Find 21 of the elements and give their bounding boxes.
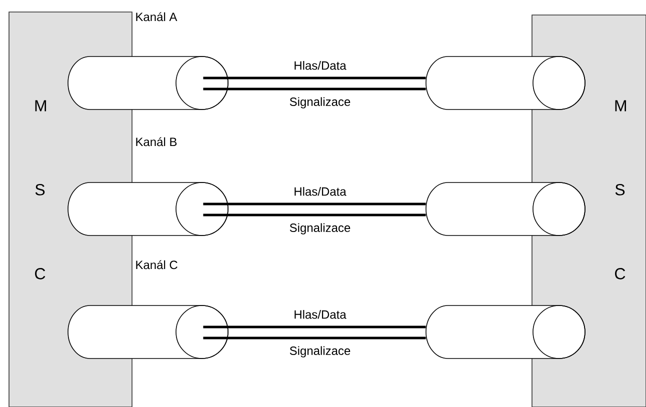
- cable-cylinder: [426, 305, 586, 359]
- edge-label: Signalizace: [290, 223, 350, 234]
- edge-label: Signalizace: [290, 346, 350, 358]
- edge-label: Hlas/Data: [294, 187, 346, 196]
- channel-label: Kanál B: [136, 137, 177, 146]
- cable-line: [203, 88, 426, 90]
- cable-cylinder: [426, 182, 586, 236]
- cable-line: [203, 214, 426, 216]
- cable-line: [203, 76, 426, 80]
- cable-cylinder: [68, 56, 228, 110]
- cable-cylinder: [426, 56, 586, 110]
- cable-cylinder: [68, 182, 228, 236]
- edge-label: Hlas/Data: [294, 310, 346, 319]
- channel-label: Kanál C: [136, 260, 178, 270]
- edge-label: Hlas/Data: [294, 61, 346, 70]
- cable-line: [203, 202, 426, 206]
- cable-cylinder: [68, 305, 228, 359]
- cable-line: [203, 326, 426, 328]
- cable-line: [203, 336, 426, 340]
- edge-label: Signalizace: [290, 97, 350, 108]
- channel-label: Kanál A: [136, 12, 178, 22]
